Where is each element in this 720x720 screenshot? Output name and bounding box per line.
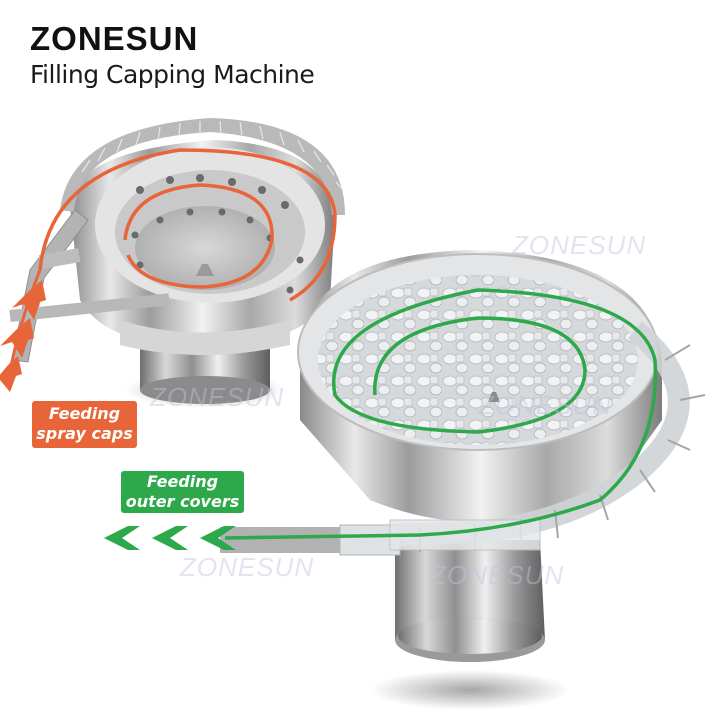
watermark: ZONESUN <box>180 552 315 582</box>
product-subtitle: Filling Capping Machine <box>30 60 315 89</box>
feeding-outer-covers-label: Feeding outer covers <box>121 471 244 513</box>
spray-caps-path <box>123 183 274 289</box>
feeding-spray-caps-label: Feeding spray caps <box>32 401 137 448</box>
outer-covers-path <box>224 288 658 540</box>
watermark: ZONESUN <box>478 390 613 420</box>
outer-covers-arrows <box>104 526 236 550</box>
label-line-1: Feeding <box>48 404 121 423</box>
right-bowl-feeder <box>104 250 706 710</box>
brand-title: ZONESUN <box>30 20 199 57</box>
watermark: ZONESUN <box>430 560 565 590</box>
label-line-2: outer covers <box>125 492 240 511</box>
spray-caps-arrows <box>0 280 46 392</box>
label-line-2: spray caps <box>36 424 133 443</box>
watermark: ZONESUN <box>512 230 647 260</box>
left-bowl-feeder <box>0 118 345 408</box>
watermark: ZONESUN <box>150 382 285 412</box>
label-line-1: Feeding <box>146 472 219 491</box>
